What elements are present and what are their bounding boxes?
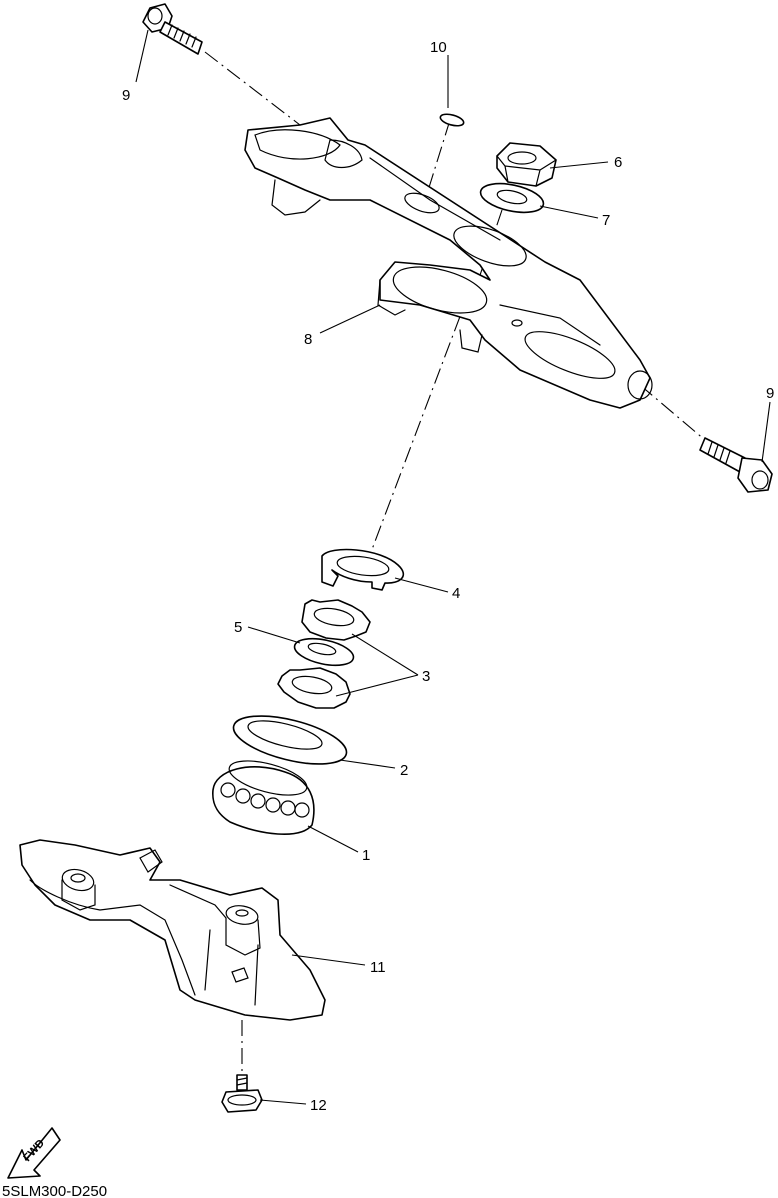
bolt-part-12 <box>221 1074 263 1113</box>
callout-9-upper: 9 <box>122 87 130 104</box>
callout-1: 1 <box>362 847 370 864</box>
bolt-part-9-upper <box>142 3 203 55</box>
callout-12: 12 <box>310 1097 327 1114</box>
callout-4: 4 <box>452 585 460 602</box>
fwd-arrow-icon: FWD <box>7 1127 61 1179</box>
diagram-code: 5SLM300-D250 <box>2 1183 107 1198</box>
ring-nut-part-3-lower <box>277 667 351 709</box>
callout-6: 6 <box>614 154 622 171</box>
leader-lines <box>135 29 771 1105</box>
callout-9-lower: 9 <box>766 385 774 402</box>
plug-part-10 <box>439 113 465 127</box>
washer-part-5 <box>293 637 355 667</box>
lower-bracket-part-11 <box>19 839 326 1021</box>
callout-2: 2 <box>400 762 408 779</box>
nut-part-6 <box>496 142 557 187</box>
bearing-cover-part-2 <box>232 715 348 765</box>
ring-nut-part-3-upper <box>301 599 371 641</box>
callout-5: 5 <box>234 619 242 636</box>
callout-11: 11 <box>370 959 386 976</box>
callout-7: 7 <box>602 212 610 229</box>
washer-part-7 <box>479 182 545 214</box>
callout-3: 3 <box>422 668 430 685</box>
bolt-part-9-lower <box>699 437 773 493</box>
lock-washer-part-4 <box>321 548 404 591</box>
callout-8: 8 <box>304 331 312 348</box>
bearing-part-1 <box>211 760 315 835</box>
callout-10: 10 <box>430 39 447 56</box>
upper-bracket-part-8 <box>244 117 653 409</box>
